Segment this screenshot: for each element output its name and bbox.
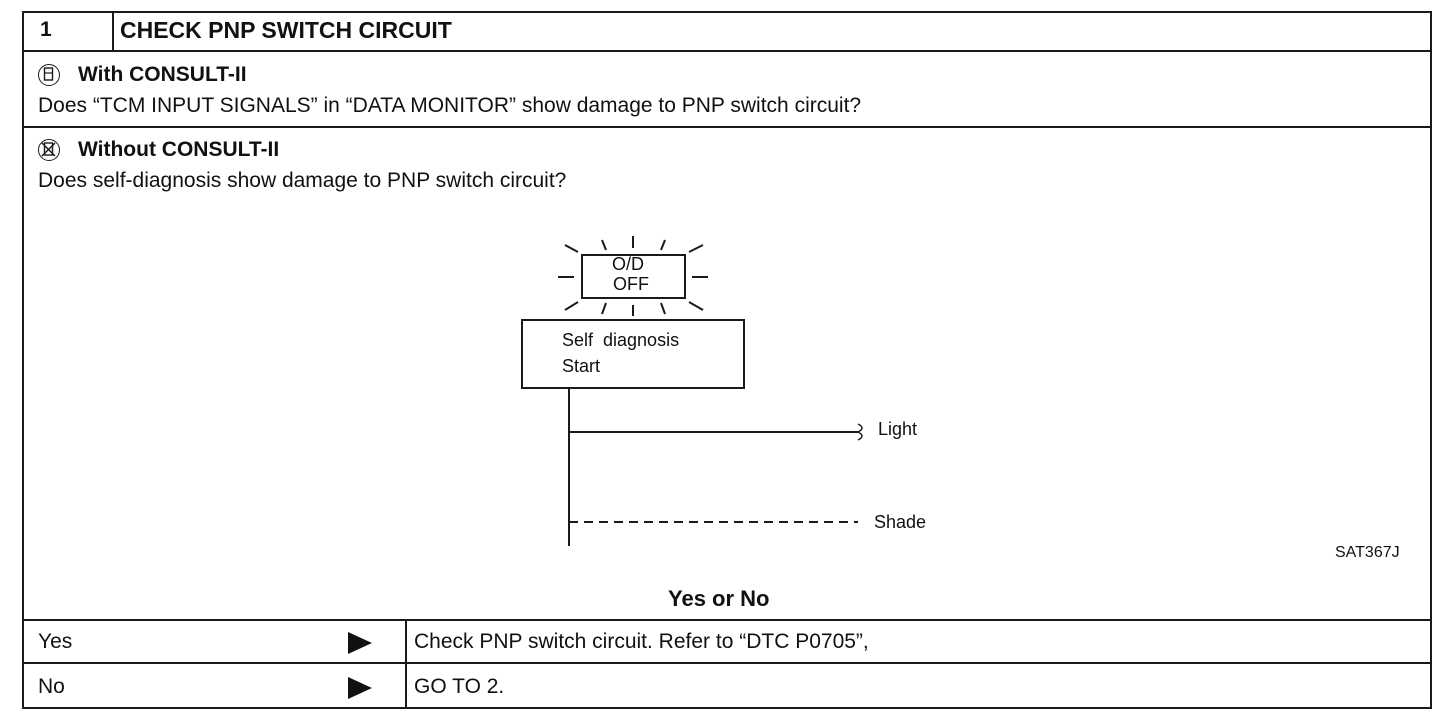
without-consult-question: Does self-diagnosis show damage to PNP s… (38, 169, 567, 192)
yes-action: Check PNP switch circuit. Refer to “DTC … (414, 630, 869, 653)
box-label-start: Start (562, 356, 601, 376)
consult-device-icon (38, 64, 60, 86)
no-action: GO TO 2. (414, 675, 505, 698)
step-title: CHECK PNP SWITCH CIRCUIT (120, 17, 452, 43)
without-consult-heading: Without CONSULT-II (78, 138, 280, 161)
with-consult-question: Does “TCM INPUT SIGNALS” in “DATA MONITO… (38, 94, 862, 117)
procedure-table (22, 11, 1432, 709)
light-marker (856, 423, 863, 441)
decision-prompt: Yes or No (668, 586, 770, 611)
light-label: Light (878, 419, 918, 439)
arrow-right-icon (348, 677, 372, 699)
section-divider (22, 126, 1432, 128)
od-off-lamp (581, 254, 686, 299)
box-label-self-diagnosis: Self diagnosis (562, 330, 680, 350)
no-consult-icon (38, 139, 60, 161)
yes-answer: Yes (38, 630, 73, 653)
step-number-divider (112, 11, 114, 51)
answer-action-divider (405, 619, 407, 709)
lamp-rays-icon (558, 236, 708, 316)
header-divider (22, 50, 1432, 52)
no-answer: No (38, 675, 65, 698)
arrow-right-icon (348, 632, 372, 654)
with-consult-heading: With CONSULT-II (78, 63, 247, 86)
row-divider (22, 662, 1432, 664)
step-number: 1 (40, 18, 52, 41)
figure-code: SAT367J (1335, 544, 1400, 561)
lamp-label-off: OFF (613, 274, 649, 294)
shade-label: Shade (874, 512, 927, 532)
self-diagnosis-box (521, 319, 745, 389)
decision-divider (22, 619, 1432, 621)
lamp-label-od: O/D (612, 254, 645, 274)
